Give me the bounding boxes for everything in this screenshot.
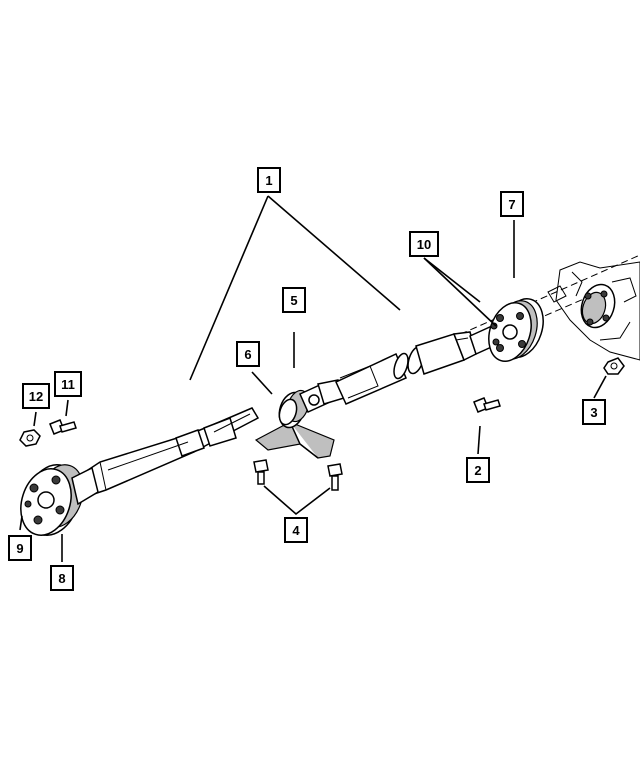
middle-shaft-tube xyxy=(335,352,409,405)
transmission-output-flange xyxy=(547,261,640,361)
callout-3-label: 3 xyxy=(590,405,597,420)
callout-11-label: 11 xyxy=(61,377,75,392)
callout-11: 11 xyxy=(54,371,82,397)
callout-4-label: 4 xyxy=(292,523,300,538)
callout-1-label: 1 xyxy=(265,173,272,188)
rear-shaft-tube xyxy=(87,407,260,495)
callout-10-label: 10 xyxy=(417,237,431,252)
callout-1: 1 xyxy=(257,167,281,193)
callout-12: 12 xyxy=(22,383,50,409)
callout-8: 8 xyxy=(50,565,74,591)
callout-9: 9 xyxy=(8,535,32,561)
callout-8-label: 8 xyxy=(58,571,65,586)
callout-4: 4 xyxy=(284,517,308,543)
center-bearing-assembly xyxy=(254,379,345,459)
callout-2-label: 2 xyxy=(474,463,481,478)
callout-6: 6 xyxy=(236,341,260,367)
front-flex-coupling xyxy=(488,298,544,362)
bolt-4-left xyxy=(253,459,269,485)
callout-7: 7 xyxy=(500,191,524,217)
callout-9-label: 9 xyxy=(16,541,23,556)
callout-5-label: 5 xyxy=(290,293,297,308)
leader-lines xyxy=(19,195,607,562)
bolt-4-right xyxy=(327,463,343,491)
front-shaft-tube xyxy=(407,324,499,375)
nut-3 xyxy=(603,357,625,375)
callout-2: 2 xyxy=(466,457,490,483)
callout-3: 3 xyxy=(582,399,606,425)
bolt-11 xyxy=(49,419,77,435)
callout-10: 10 xyxy=(409,231,439,257)
rear-flex-coupling xyxy=(20,464,99,536)
callout-6-label: 6 xyxy=(244,347,251,362)
bolt-2 xyxy=(473,397,501,413)
callout-5: 5 xyxy=(282,287,306,313)
callout-12-label: 12 xyxy=(29,389,43,404)
nut-12 xyxy=(19,429,41,447)
callout-7-label: 7 xyxy=(508,197,515,212)
